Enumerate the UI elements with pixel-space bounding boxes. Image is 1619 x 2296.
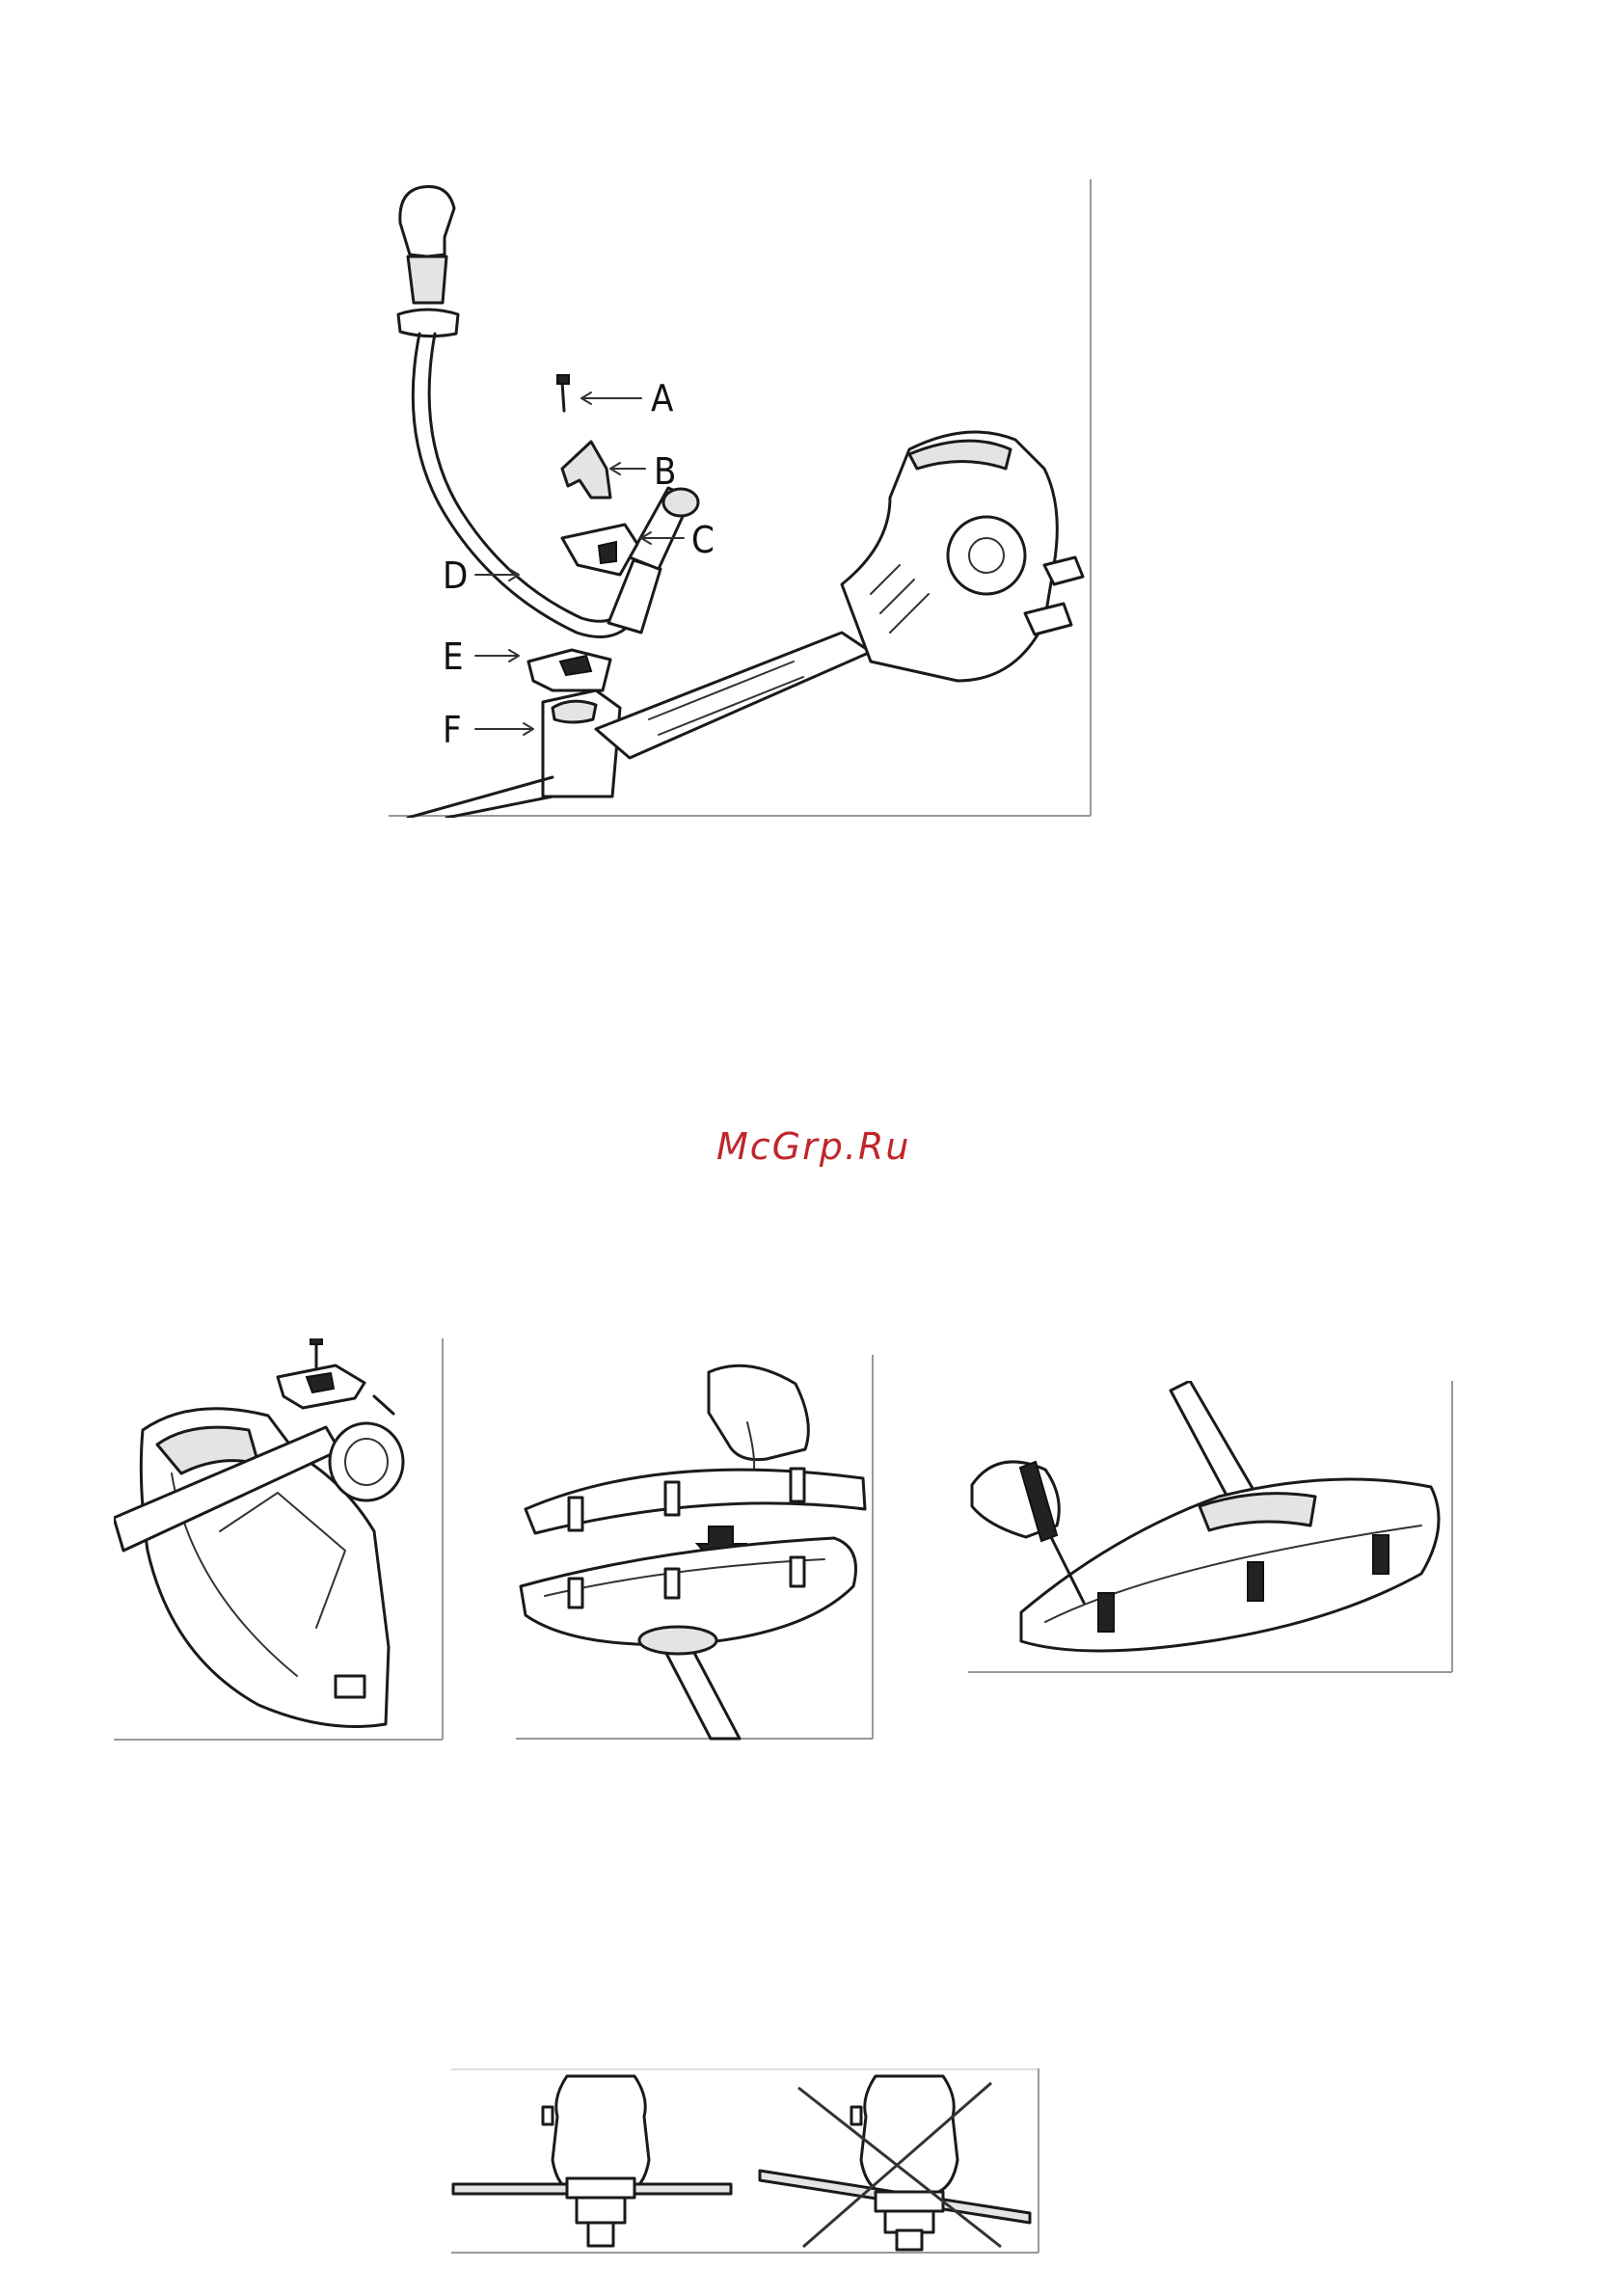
label-f: F — [443, 712, 462, 748]
label-b: B — [654, 453, 676, 490]
correct-mount — [453, 2076, 731, 2246]
guard-bracket-illustration — [114, 1338, 445, 1742]
label-c: C — [691, 522, 715, 558]
figure-guard-screwdriver — [968, 1381, 1454, 1674]
label-d: D — [443, 557, 468, 594]
label-a: A — [651, 380, 673, 417]
watermark-text: McGrp.Ru — [716, 1125, 910, 1168]
guard-cover-illustration — [516, 1355, 875, 1741]
figure-blade-mounting — [451, 2068, 1040, 2255]
figure-handle-assembly: A B C D E F — [389, 179, 1093, 818]
figure-guard-bracket — [114, 1338, 445, 1742]
blade-mounting-illustration — [451, 2068, 1040, 2255]
handle-assembly-illustration — [389, 179, 1093, 818]
label-e: E — [443, 638, 464, 675]
figure-guard-cover — [516, 1355, 875, 1741]
guard-screwdriver-illustration — [968, 1381, 1454, 1674]
incorrect-mount — [760, 2076, 1030, 2250]
